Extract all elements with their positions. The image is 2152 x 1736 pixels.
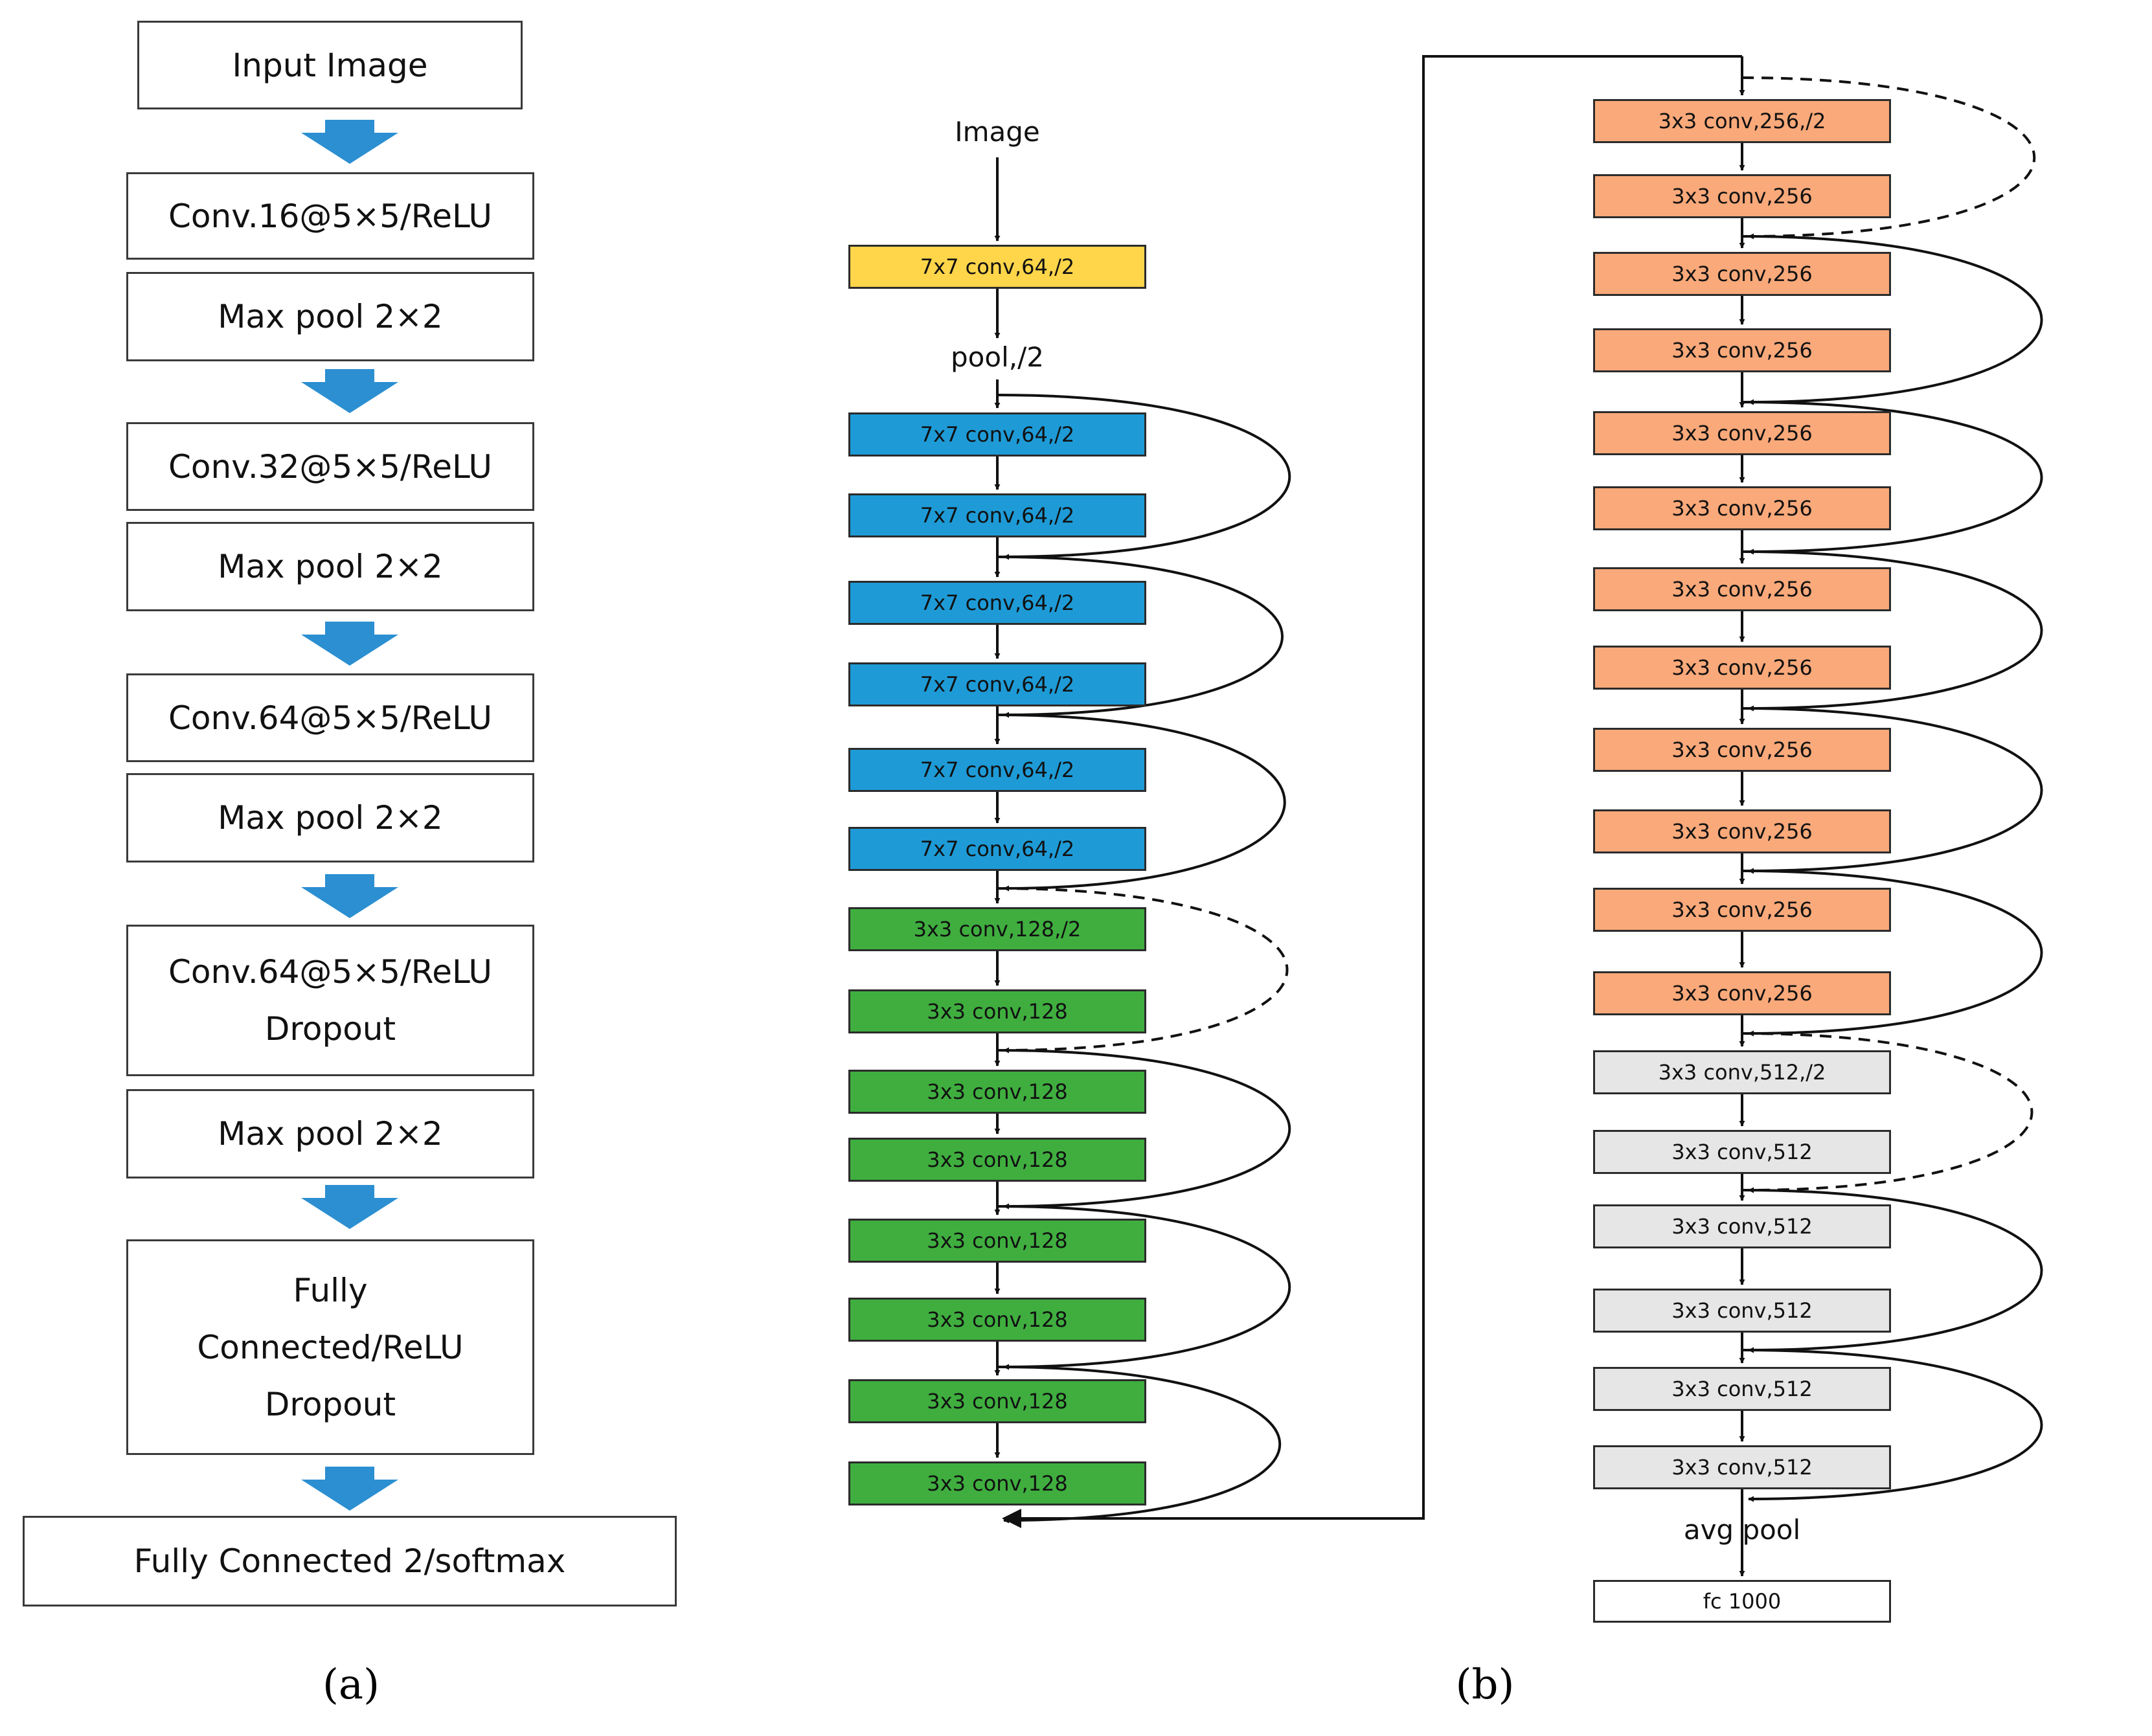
resnet-layer-right: 3x3 conv,256 [1593, 486, 1891, 530]
resnet-layer-right: 3x3 conv,256 [1593, 328, 1891, 372]
resnet-layer-right: 3x3 conv,512 [1593, 1130, 1891, 1174]
resnet-layer-left: 7x7 conv,64,/2 [848, 412, 1146, 457]
resnet-layer-left: 3x3 conv,128 [848, 1219, 1146, 1263]
resnet-layer-left: 3x3 conv,128 [848, 1379, 1146, 1423]
resnet-layer-left: 3x3 conv,128 [848, 989, 1146, 1033]
connectors-layer [301, 55, 2043, 1577]
cnn-layer-box: Conv.64@5×5/ReLU Dropout [126, 925, 534, 1076]
skip-connection [997, 394, 1291, 560]
resnet-layer-left: 7x7 conv,64,/2 [848, 827, 1146, 871]
avg-pool-label: avg pool [1683, 1514, 1801, 1546]
cnn-layer-box: Max pool 2×2 [126, 272, 534, 361]
cnn-layer-box: Conv.32@5×5/ReLU [126, 422, 534, 511]
resnet-layer-right: 3x3 conv,256 [1593, 971, 1891, 1015]
skip-connection [1741, 550, 2043, 712]
resnet-layer-right: 3x3 conv,256,/2 [1593, 99, 1891, 143]
cnn-layer-box: Max pool 2×2 [126, 522, 534, 611]
skip-connection [1741, 870, 2043, 1037]
resnet-layer-right: 3x3 conv,256 [1593, 411, 1891, 455]
resnet-layer-right: 3x3 conv,512 [1593, 1367, 1891, 1411]
dashed-skip-connection [997, 887, 1289, 1054]
resnet-layer-right: 3x3 conv,256 [1593, 809, 1891, 853]
flow-down-arrow [301, 1185, 398, 1229]
pool-label: pool,/2 [951, 341, 1044, 373]
flow-down-arrow [301, 874, 398, 918]
resnet-layer-left: 7x7 conv,64,/2 [848, 748, 1146, 792]
cnn-layer-box: Conv.64@5×5/ReLU [126, 673, 534, 762]
cnn-layer-box: Fully Connected/ReLU Dropout [126, 1239, 534, 1455]
cnn-layer-box: Input Image [137, 21, 523, 109]
resnet-layer-left: 7x7 conv,64,/2 [848, 493, 1146, 537]
resnet-layer-right: 3x3 conv,512 [1593, 1445, 1891, 1489]
resnet-layer-left: 7x7 conv,64,/2 [848, 662, 1146, 706]
resnet-layer-left: 3x3 conv,128 [848, 1138, 1146, 1182]
resnet-layer-right: 3x3 conv,256 [1593, 888, 1891, 932]
column-link-line [1192, 55, 1742, 1520]
resnet-layer-right: 3x3 conv,512 [1593, 1289, 1891, 1333]
resnet-layer-left: 7x7 conv,64,/2 [848, 581, 1146, 625]
skip-connection [997, 1366, 1282, 1524]
resnet-layer-left: 7x7 conv,64,/2 [848, 245, 1146, 289]
cnn-layer-box: Fully Connected 2/softmax [23, 1516, 677, 1606]
skip-connection [1741, 235, 2043, 405]
resnet-layer-right: 3x3 conv,256 [1593, 646, 1891, 690]
resnet-layer-left: 3x3 conv,128 [848, 1070, 1146, 1114]
resnet-layer-right: 3x3 conv,256 [1593, 728, 1891, 772]
dashed-skip-connection [1741, 1032, 2033, 1193]
resnet-layer-left: 3x3 conv,128 [848, 1298, 1146, 1342]
resnet-layer-right: 3x3 conv,256 [1593, 252, 1891, 296]
skip-connection [1741, 401, 2043, 555]
skip-connection [997, 1205, 1291, 1370]
resnet-layer-right: 3x3 conv,256 [1593, 174, 1891, 218]
resnet-layer-left: 3x3 conv,128 [848, 1461, 1146, 1505]
cnn-layer-box: Max pool 2×2 [126, 1089, 534, 1178]
resnet-layer-right: 3x3 conv,512,/2 [1593, 1050, 1891, 1094]
resnet-layer-right: 3x3 conv,256 [1593, 567, 1891, 611]
flow-down-arrow [301, 369, 398, 413]
skip-connection [997, 714, 1286, 892]
flow-down-arrow [301, 622, 398, 666]
cnn-layer-box: Conv.16@5×5/ReLU [126, 172, 534, 260]
resnet-layer-right: fc 1000 [1593, 1580, 1891, 1623]
panel-a-label: (a) [322, 1661, 380, 1709]
flow-down-arrow [301, 1467, 398, 1511]
resnet-layer-left: 3x3 conv,128,/2 [848, 907, 1146, 951]
cnn-layer-box: Max pool 2×2 [126, 773, 534, 862]
flow-down-arrow [301, 120, 398, 164]
input-label: Image [955, 116, 1040, 148]
dashed-skip-connection [1741, 76, 2036, 240]
skip-connection [1741, 707, 2043, 874]
panel-b-label: (b) [1455, 1661, 1515, 1709]
skip-connection [1741, 1349, 2043, 1502]
resnet-layer-right: 3x3 conv,512 [1593, 1204, 1891, 1248]
skip-connection [997, 1049, 1291, 1210]
skip-connection [1741, 1189, 2043, 1353]
